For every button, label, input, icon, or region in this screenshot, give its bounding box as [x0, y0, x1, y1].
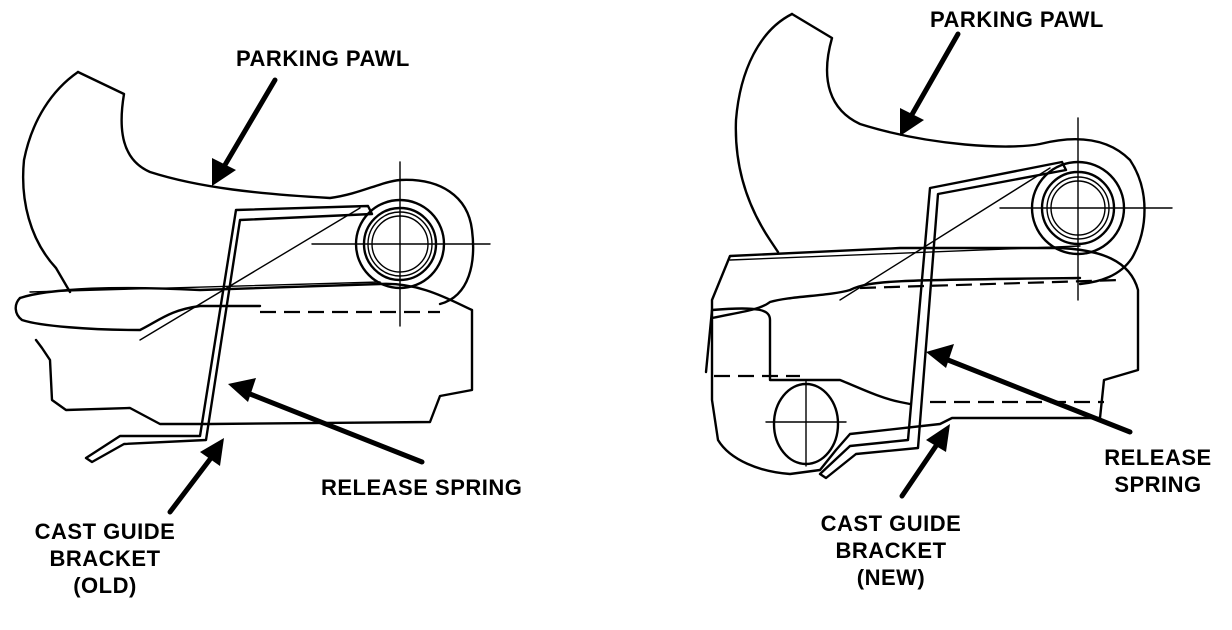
left-spring-diagonal	[139, 207, 361, 341]
left-spring-arrow-shaft	[247, 391, 425, 465]
right-bracket-arrowhead	[926, 424, 950, 452]
left-pawl-arrow-shaft	[219, 77, 278, 173]
left-pawl-arrowhead	[212, 158, 236, 186]
right-parking-pawl-label: PARKING PAWL	[930, 7, 1104, 32]
right-release-spring-label: RELEASE SPRING	[1098, 444, 1218, 498]
left-bracket-label-line-2: BRACKET	[49, 546, 161, 571]
right-spring-long	[729, 245, 1081, 261]
left-spring-arrowhead	[228, 378, 256, 402]
right-assembly-drawing	[704, 12, 1173, 499]
right-bracket-lower	[704, 307, 912, 406]
right-bracket-label-line-3: (NEW)	[856, 565, 926, 590]
right-spring-label-line-1: RELEASE	[1104, 445, 1212, 470]
left-release-spring	[84, 204, 374, 464]
right-spring-diagonal	[839, 167, 1051, 301]
left-bracket-arrowhead	[200, 438, 224, 466]
right-cast-guide-bracket-label: CAST GUIDE BRACKET (NEW)	[806, 510, 976, 591]
right-parking-pawl-outline	[790, 12, 1146, 286]
left-bracket-label-line-3: (OLD)	[73, 573, 137, 598]
left-bracket-label-line-1: CAST GUIDE	[34, 519, 176, 544]
right-bracket-outline	[710, 246, 1140, 476]
right-bracket-label-line-2: BRACKET	[835, 538, 947, 563]
right-bracket-dashed-top	[859, 278, 1121, 290]
left-pawl-tooth	[22, 70, 80, 294]
left-parking-pawl-outline	[76, 70, 475, 306]
right-pawl-arrow-shaft	[907, 31, 961, 121]
right-bracket-label-line-1: CAST GUIDE	[820, 511, 962, 536]
right-bracket-arrow-shaft	[899, 437, 943, 499]
left-spring-long	[29, 281, 381, 293]
right-spring-arrow-shaft	[945, 357, 1133, 435]
left-bracket-outline	[18, 282, 474, 426]
right-bracket-inner	[710, 276, 1082, 320]
right-spring-label-line-2: SPRING	[1114, 472, 1202, 497]
right-release-spring	[818, 160, 1068, 480]
left-bracket-arrow-shaft	[167, 451, 217, 515]
right-pawl-tooth	[734, 12, 794, 254]
left-bracket-nose	[14, 296, 262, 332]
left-cast-guide-bracket-label: CAST GUIDE BRACKET (OLD)	[20, 518, 190, 599]
left-parking-pawl-label: PARKING PAWL	[236, 46, 410, 71]
left-assembly-drawing	[14, 70, 491, 515]
right-pawl-arrowhead	[900, 108, 924, 136]
right-spring-arrowhead	[926, 344, 954, 368]
left-release-spring-label: RELEASE SPRING	[321, 475, 523, 500]
